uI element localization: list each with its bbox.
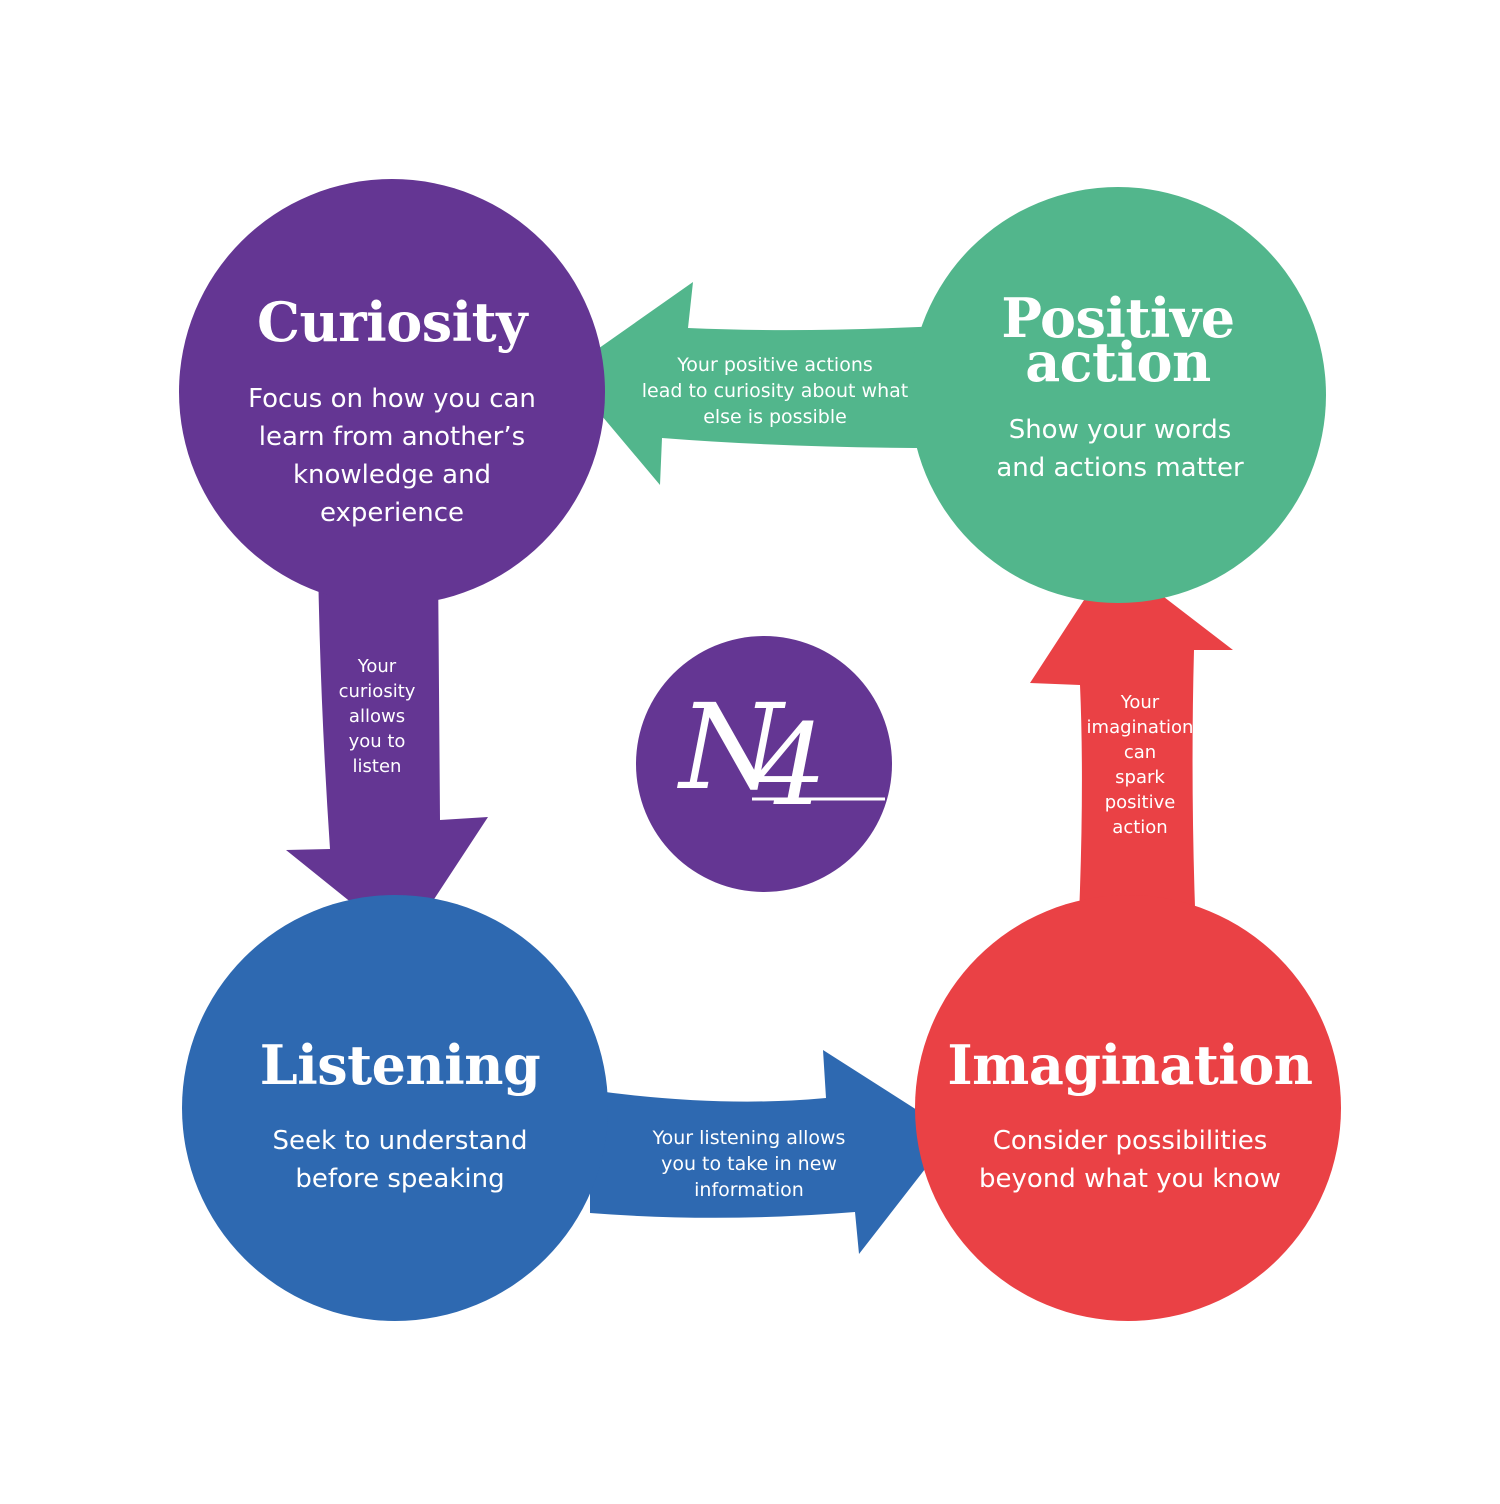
arrow-curiosity-to-listening xyxy=(286,560,488,945)
arrow-label-imagination-to-positive: Your imagination can spark positive acti… xyxy=(1086,692,1194,838)
curiosity-circle xyxy=(179,179,605,605)
arrow-listening-to-imagination xyxy=(590,1050,953,1254)
positive-action-description: Show your words and actions matter xyxy=(996,415,1244,483)
listening-title: Listening xyxy=(259,1033,541,1097)
listening-circle xyxy=(182,895,608,1321)
logo-digit-4: 4 xyxy=(755,701,827,831)
arrow-label-listening-to-imagination: Your listening allows you to take in new… xyxy=(652,1127,846,1201)
curiosity-title: Curiosity xyxy=(257,290,527,354)
arrow-positive-to-curiosity xyxy=(565,282,940,485)
imagination-title: Imagination xyxy=(947,1033,1313,1097)
logo-letter-n: N xyxy=(679,678,783,816)
listening-description: Seek to understand before speaking xyxy=(272,1126,528,1194)
curiosity-description: Focus on how you can learn from another’… xyxy=(248,384,536,528)
arrow-label-curiosity-to-listening: Your curiosity allows you to listen xyxy=(338,656,416,777)
imagination-description: Consider possibilities beyond what you k… xyxy=(979,1126,1281,1194)
arrow-imagination-to-positive xyxy=(1030,557,1233,960)
logo-circle xyxy=(636,636,892,892)
imagination-circle xyxy=(915,895,1341,1321)
positive-action-circle xyxy=(910,187,1326,603)
arrow-label-positive-to-curiosity: Your positive actions lead to curiosity … xyxy=(641,354,909,428)
positive-action-title: Positive action xyxy=(1001,286,1235,394)
